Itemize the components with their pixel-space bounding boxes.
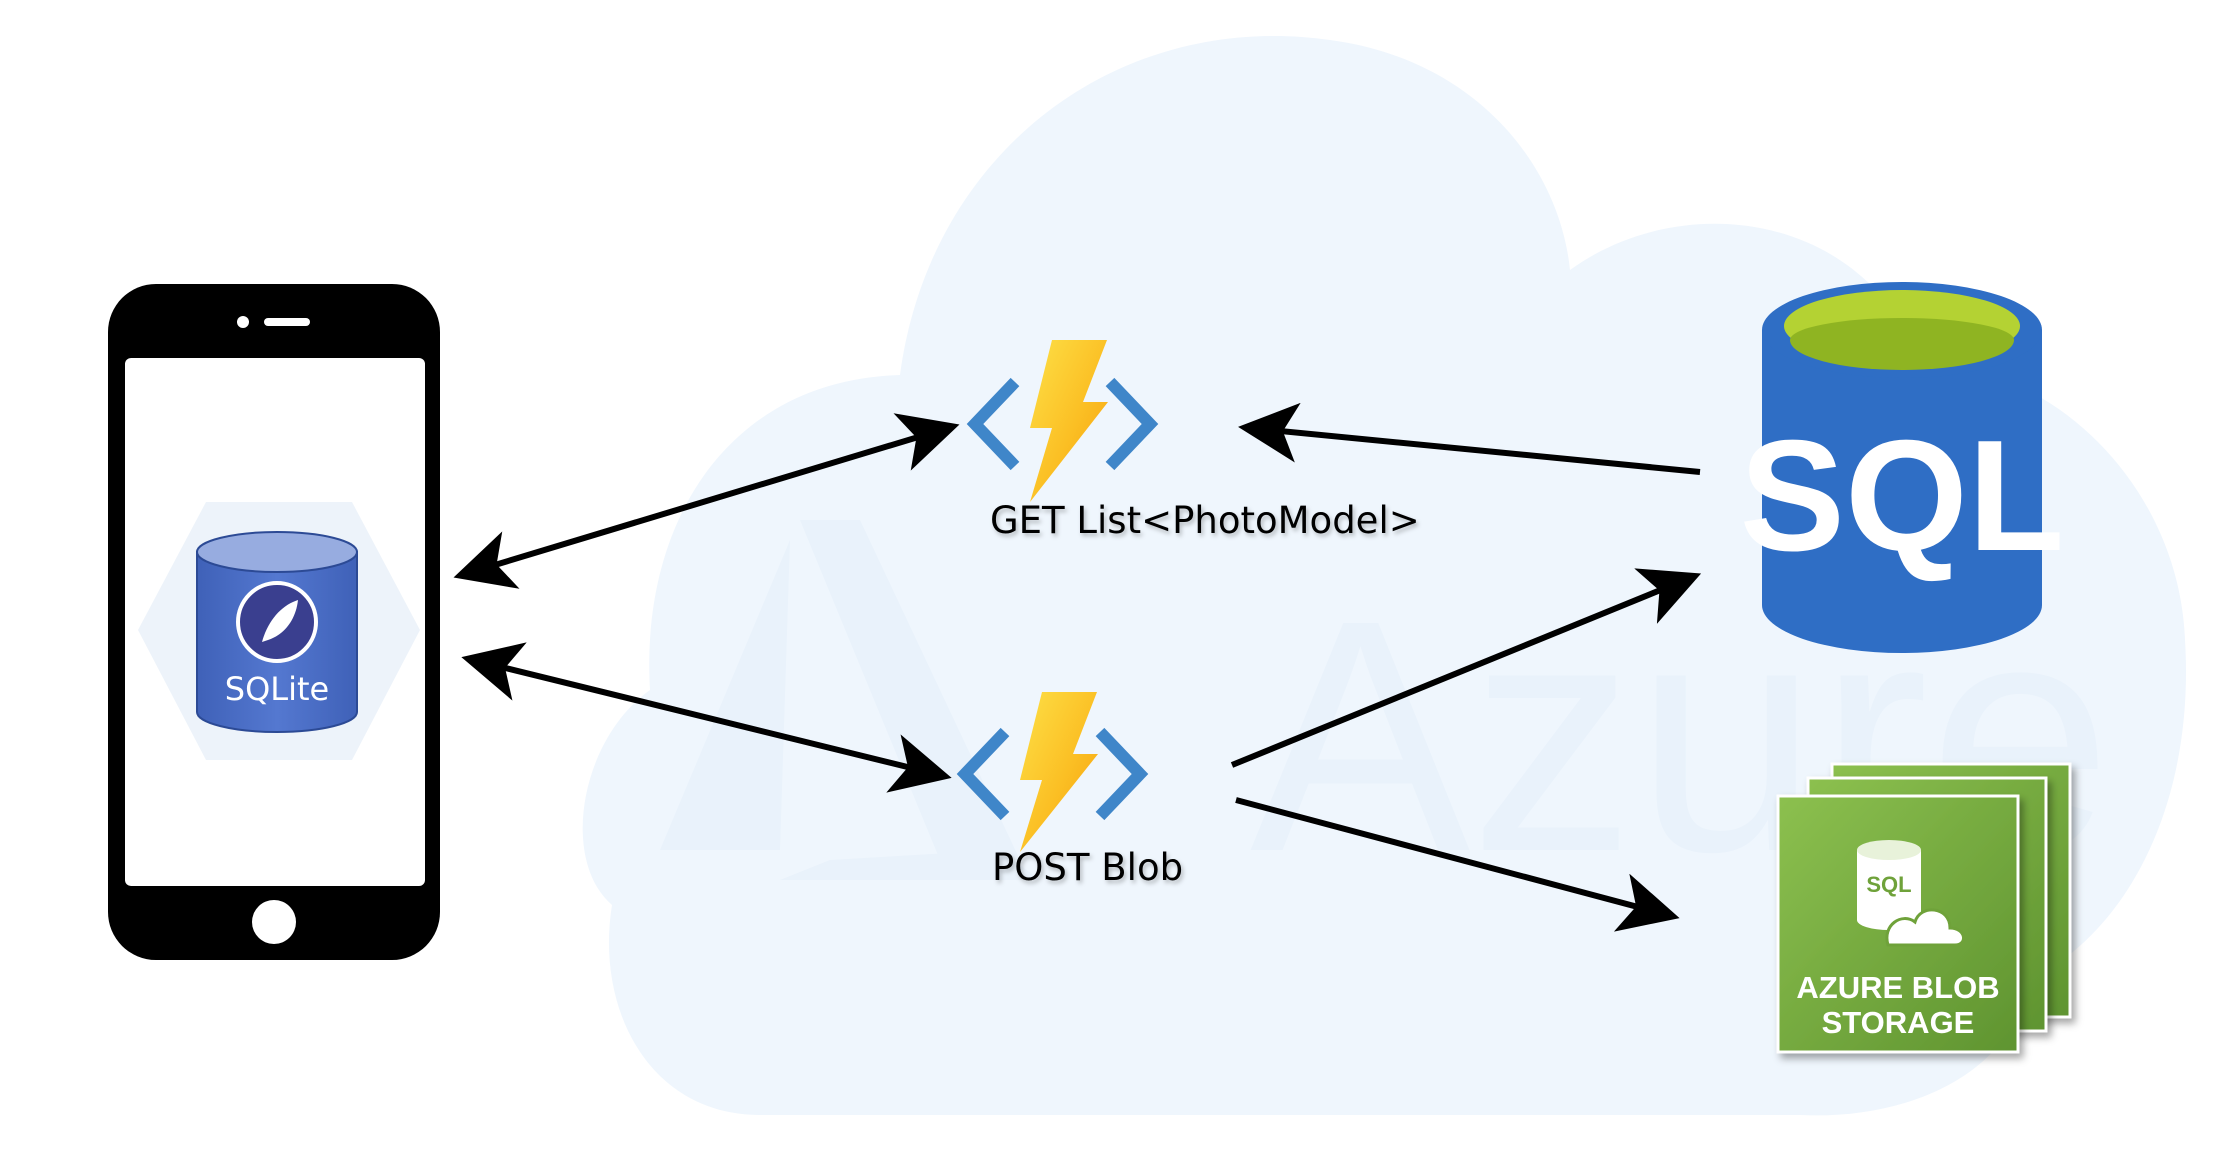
sql-label: SQL: [1740, 408, 2065, 584]
sql-cloud-icon: SQL: [1857, 840, 1965, 947]
sqlite-label: SQLite: [225, 670, 329, 708]
azure-blob-storage-icon: SQL AZURE BLOB STORAGE: [1776, 762, 2072, 1054]
arrow-phone-get-function: [453, 413, 960, 589]
get-function-label: GET List<PhotoModel>: [990, 499, 1420, 542]
azure-function-icon: [956, 692, 1149, 852]
post-function-label: POST Blob: [992, 846, 1183, 889]
arrow-sql-to-get-function: [1238, 402, 1701, 475]
blob-label-line2: STORAGE: [1822, 1005, 1975, 1040]
sqlite-database-icon: SQLite: [196, 531, 358, 733]
arrow-phone-post-function: [461, 642, 952, 793]
blob-label-line1: AZURE BLOB: [1796, 970, 1999, 1005]
connection-arrows: [453, 402, 1702, 932]
smartphone-icon: SQLite: [108, 284, 440, 960]
post-function-node: POST Blob: [956, 692, 1183, 889]
arrow-post-function-to-sql: [1230, 568, 1702, 768]
arrow-post-function-to-blob: [1235, 797, 1680, 932]
get-function-node: GET List<PhotoModel>: [966, 340, 1420, 542]
blob-sql-label: SQL: [1866, 872, 1911, 897]
sql-database-icon: SQL: [1740, 282, 2065, 653]
azure-function-icon: [966, 340, 1159, 502]
